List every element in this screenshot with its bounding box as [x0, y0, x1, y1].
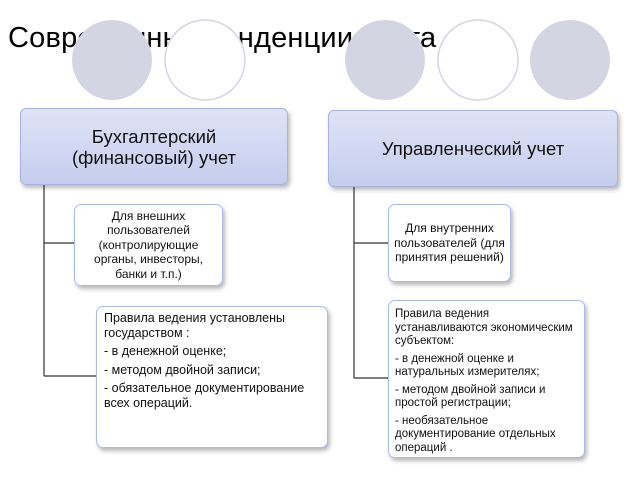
financial-rules-box: Правила ведения установлены государством…: [96, 306, 328, 448]
management-rules-item: - методом двойной записи и простой регис…: [395, 383, 546, 410]
financial-rules-item: - методом двойной записи;: [104, 362, 261, 377]
financial-rules-title: Правила ведения установлены государством…: [104, 311, 286, 340]
financial-rules-item: - обязательное документирование всех опе…: [104, 381, 305, 410]
management-users-text: Для внутренних пользователей (для принят…: [394, 221, 505, 265]
decor-circle: [530, 20, 610, 100]
financial-users-text: Для внешних пользователей (контролирующи…: [94, 208, 203, 281]
management-rules-title: Правила ведения устанавливаются экономич…: [395, 308, 573, 347]
decor-circle: [72, 20, 152, 100]
management-rules-item: - необязательное документирование отдель…: [395, 414, 556, 454]
management-rules-box: Правила ведения устанавливаются экономич…: [388, 300, 585, 458]
financial-accounting-header: Бухгалтерский (финансовый) учет: [20, 108, 288, 185]
management-accounting-header-label: Управленческий учет: [381, 138, 565, 159]
financial-accounting-header-label: Бухгалтерский (финансовый) учет: [72, 125, 236, 168]
financial-rules-item: - в денежной оценке;: [104, 344, 227, 358]
decor-circle: [345, 20, 425, 100]
management-accounting-header: Управленческий учет: [328, 110, 618, 187]
management-users-box: Для внутренних пользователей (для принят…: [388, 204, 511, 282]
decor-circle: [437, 19, 519, 101]
management-rules-item: - в денежной оценке и натуральных измери…: [395, 352, 540, 379]
decor-circle: [164, 19, 246, 101]
financial-users-box: Для внешних пользователей (контролирующи…: [74, 204, 223, 286]
